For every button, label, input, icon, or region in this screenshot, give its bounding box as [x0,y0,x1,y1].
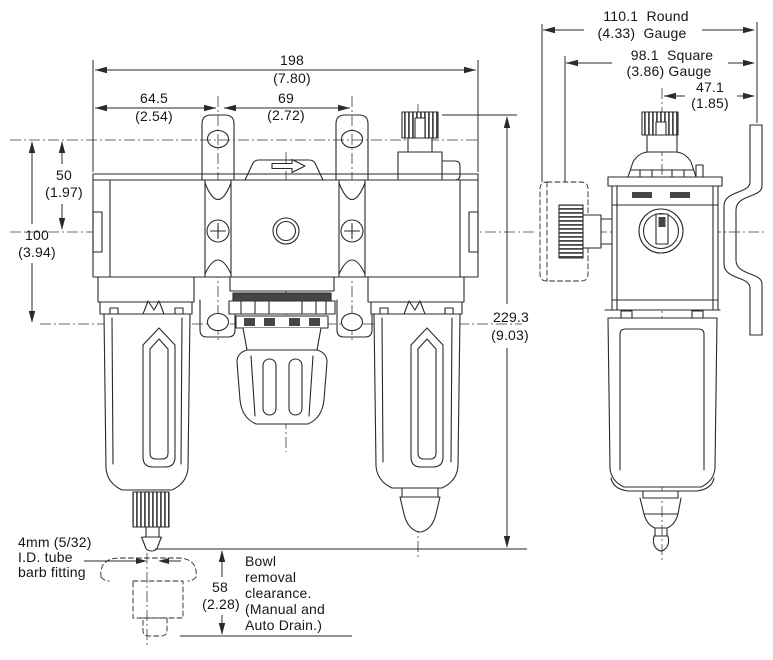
note-barb-fitting-line1: 4mm (5/32) [18,534,92,550]
dim-left-mount-mm: 64.5 [139,90,169,106]
dim-round-gauge-in: (4.33) Gauge [597,25,687,41]
note-bowl-removal-line4: (Manual and [245,601,326,617]
bottom-tab-right [336,299,373,338]
note-bowl-removal-line3: clearance. [245,585,312,601]
dim-square-gauge-in: (3.86) Gauge [626,63,712,79]
dim-square-gauge-mm: 98.1 Square [630,47,714,63]
note-barb-fitting-line3: barb fitting [18,564,86,580]
note-bowl-removal-line2: removal [245,569,297,585]
dim-mount-height-mm: 100 [25,227,49,243]
gauge-dashed-outline [539,181,589,282]
filter-drain-knob [132,491,170,552]
dim-top-to-centerline-mm: 50 [56,167,72,183]
gauge-knob-side [558,204,613,259]
body-band [92,173,479,278]
dim-bowl-clearance-in: (2.28) [202,596,240,612]
dim-bowl-clearance-mm: 58 [212,579,228,595]
dim-mount-spacing-in: (2.72) [267,107,305,123]
dim-gauge-to-bracket-mm: 47.1 [695,79,725,95]
dim-gauge-to-bracket-in: (1.85) [691,95,729,111]
lubricator-unit [367,276,465,533]
front-view [92,111,479,637]
bottom-tab-left [199,299,236,338]
clamp-screw-left [204,179,232,278]
regulator-knob [236,349,328,425]
dim-overall-width-mm: 198 [280,52,304,68]
mounting-tab-left [201,114,235,181]
dim-top-to-centerline-in: (1.97) [45,184,83,200]
dim-mount-height-in: (3.94) [18,244,56,260]
bowl-removal-ghost [100,557,197,637]
dim-left-mount-in: (2.54) [135,108,173,124]
mounting-tab-right [335,114,369,181]
dim-overall-height-mm: 229.3 [492,309,530,325]
flow-direction-arrow [244,158,324,181]
regulator-unit [228,276,336,351]
dimension-arrows [28,26,755,635]
note-bowl-removal-line5: Auto Drain.) [245,617,323,633]
dim-round-gauge-mm: 110.1 Round [603,8,689,24]
side-bowl [607,317,718,552]
note-barb-fitting-line2: I.D. tube [18,549,73,565]
filter-unit [97,276,195,491]
clamp-screw-right [338,179,366,278]
side-body [604,176,723,320]
note-bowl-removal-line1: Bowl [245,553,277,569]
dim-mount-spacing-mm: 69 [278,90,294,106]
fill-cap-front [397,111,461,181]
mounting-bracket [723,124,763,336]
side-view [539,111,763,552]
fill-cap-side [627,111,704,178]
dim-overall-height-in: (9.03) [491,327,529,343]
dim-overall-width-in: (7.80) [273,70,311,86]
